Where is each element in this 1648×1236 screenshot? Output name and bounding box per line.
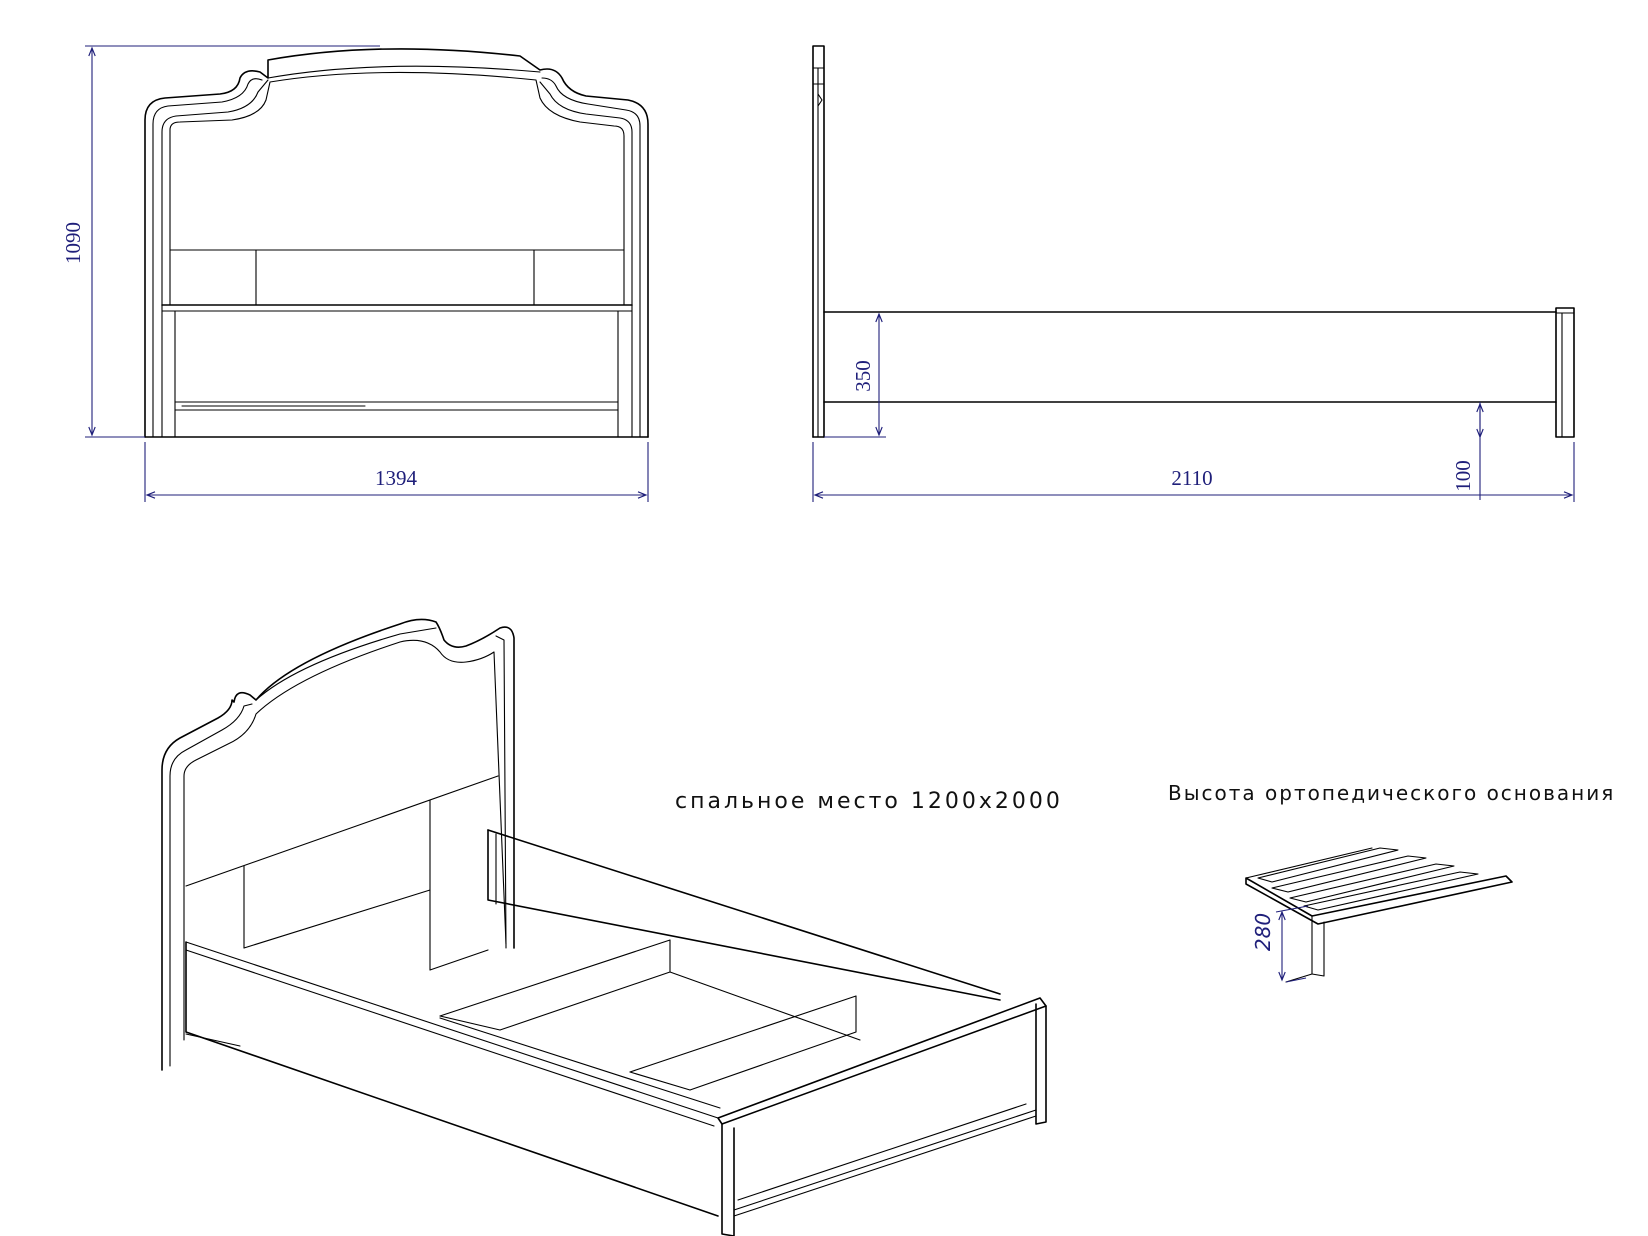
side-dimensions: 350 100 2110	[812, 312, 1575, 502]
side-frame-height-label: 350	[851, 360, 875, 392]
front-view	[144, 48, 649, 438]
slat-base-height-label: 280	[1251, 913, 1275, 951]
sleeping-place-note: спальное место 1200x2000	[675, 789, 1063, 814]
front-width-label: 1394	[375, 466, 418, 490]
front-height-label: 1090	[61, 222, 85, 264]
isometric-view	[161, 618, 1047, 1236]
front-dimensions: 1090 1394	[61, 45, 649, 502]
orthopedic-base-height-note: Высота ортопедического основания	[1168, 781, 1615, 805]
side-length-label: 2110	[1171, 466, 1212, 490]
side-leg-clearance-label: 100	[1451, 460, 1475, 492]
side-view	[812, 45, 1575, 438]
slat-base-detail: 280	[1245, 847, 1513, 983]
